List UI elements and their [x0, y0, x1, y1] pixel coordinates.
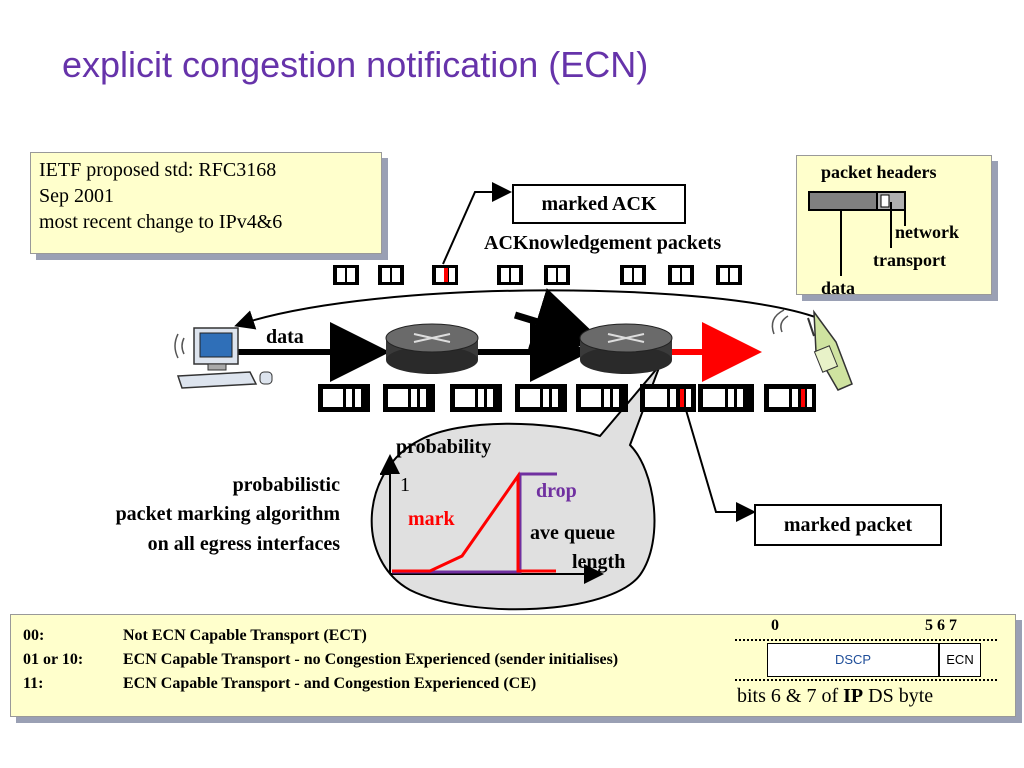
- ds-caption: bits 6 & 7 of IP DS byte: [737, 685, 933, 708]
- header-transport-label: transport: [873, 250, 946, 270]
- ds-caption-post: DS byte: [863, 685, 934, 707]
- data-packet: [450, 384, 502, 412]
- data-packets-row: [318, 384, 816, 412]
- header-data-label: data: [821, 278, 856, 298]
- ietf-note-line-1: IETF proposed std: RFC3168: [39, 159, 277, 181]
- graph-bubble: [370, 364, 661, 611]
- router-icon: [385, 323, 479, 374]
- ecn-code-row: 11: ECN Capable Transport - and Congestio…: [23, 675, 536, 693]
- ecn-code: 00:: [23, 627, 45, 644]
- ack-packet: [333, 265, 359, 285]
- congestion-arrow: [513, 288, 604, 356]
- ack-packet-marked: [432, 265, 458, 285]
- slide-title: explicit congestion notification (ECN): [62, 44, 649, 85]
- ietf-note-line-3: most recent change to IPv4&6: [39, 211, 283, 233]
- algorithm-line-2: packet marking algorithm: [115, 503, 340, 525]
- header-network-label: network: [895, 222, 959, 242]
- ecn-code-row: 00: Not ECN Capable Transport (ECT): [23, 627, 367, 645]
- router-icon: [579, 323, 673, 374]
- marked-ack-pointer: [442, 182, 512, 265]
- mark-curve: [392, 471, 556, 573]
- data-flow-label: data: [266, 326, 304, 348]
- marked-packet-label: marked packet: [754, 504, 942, 546]
- ds-ecn-field: ECN: [939, 643, 981, 677]
- marking-graph: [380, 454, 604, 584]
- ds-bit-567: 5 6 7: [925, 617, 957, 634]
- ack-packets-row: [333, 265, 742, 285]
- graph-xlabel-2: length: [572, 551, 626, 573]
- ack-packet: [620, 265, 646, 285]
- ack-packet: [716, 265, 742, 285]
- ecn-code: 11:: [23, 675, 44, 692]
- ack-packet: [497, 265, 523, 285]
- graph-ylabel: probability: [396, 436, 492, 458]
- ecn-code-desc: ECN Capable Transport - and Congestion E…: [123, 675, 537, 692]
- graph-xlabel-1: ave queue: [530, 522, 615, 544]
- ecn-code-desc: Not ECN Capable Transport (ECT): [123, 627, 367, 644]
- algorithm-line-3: on all egress interfaces: [147, 533, 340, 555]
- data-packet: [515, 384, 567, 412]
- data-packet-marked: [640, 384, 696, 412]
- graph-mark-label: mark: [408, 508, 455, 530]
- ds-caption-ip: IP: [843, 685, 864, 707]
- ds-caption-pre: bits 6 & 7 of: [737, 685, 844, 707]
- ds-dscp-field: DSCP: [767, 643, 939, 677]
- ds-bit-0: 0: [771, 617, 779, 634]
- data-packet-marked: [764, 384, 816, 412]
- drop-curve: [392, 472, 557, 574]
- mobile-device-icon: [771, 309, 853, 391]
- computer-icon: [174, 327, 273, 389]
- data-packet: [698, 384, 754, 412]
- graph-y-one: 1: [400, 474, 410, 496]
- algorithm-line-1: probabilistic: [232, 474, 340, 496]
- packet-headers-title: packet headers: [821, 162, 937, 182]
- marked-packet-pointer: [685, 409, 756, 522]
- graph-drop-label: drop: [536, 480, 577, 502]
- packet-headers-box: packet headers network transport data: [796, 155, 992, 298]
- data-packet: [383, 384, 435, 412]
- ds-dotted-bottom: [735, 679, 997, 681]
- ecn-code-row: 01 or 10: ECN Capable Transport - no Cong…: [23, 651, 618, 669]
- header-structure-icon: [808, 191, 906, 276]
- data-packet: [576, 384, 628, 412]
- data-packet: [318, 384, 370, 412]
- ecn-code: 01 or 10:: [23, 651, 84, 668]
- ack-packet: [668, 265, 694, 285]
- ietf-note: IETF proposed std: RFC3168 Sep 2001 most…: [30, 152, 382, 254]
- network-diagram: [174, 182, 853, 611]
- ecn-codes-box: 00: Not ECN Capable Transport (ECT) 01 or…: [10, 614, 1016, 717]
- ecn-code-desc: ECN Capable Transport - no Congestion Ex…: [123, 651, 619, 668]
- marked-ack-label: marked ACK: [512, 184, 686, 224]
- ack-packets-label: ACKnowledgement packets: [484, 232, 722, 254]
- ack-packet: [544, 265, 570, 285]
- ietf-note-line-2: Sep 2001: [39, 185, 114, 207]
- ds-dotted-top: [735, 639, 997, 641]
- ack-packet: [378, 265, 404, 285]
